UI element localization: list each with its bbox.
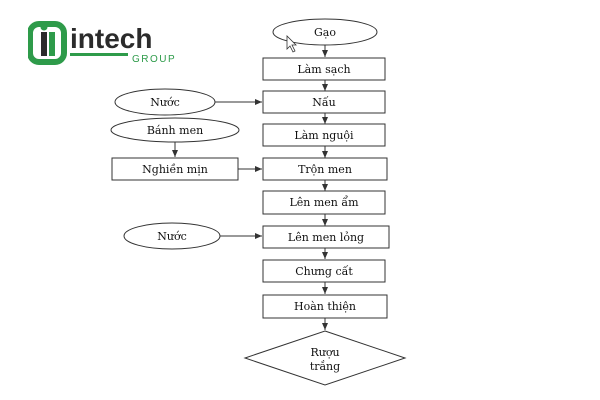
node-lam-sach-shape [262, 57, 386, 81]
node-nuoc-1: Nước [114, 88, 216, 116]
node-nuoc-2: Nước [123, 222, 221, 250]
node-len-men-am: Lên men ẩm [262, 190, 386, 215]
logo-graphic: intech GROUP [27, 21, 176, 65]
logo-text: intech [70, 23, 152, 54]
node-chung-cat-label: Chưng cất [295, 265, 353, 278]
logo-mark-dot [40, 23, 48, 31]
node-nghien-min: Nghiền mịn [111, 157, 239, 181]
node-len-men-long-shape [262, 225, 390, 249]
node-len-men-am-label: Lên men ẩm [289, 196, 359, 209]
node-lam-sach-label: Làm sạch [297, 63, 350, 76]
node-tron-men: Trộn men [262, 157, 388, 181]
node-lam-nguoi-label: Làm nguội [294, 129, 354, 142]
node-ruou-trang-label-line2: trắng [310, 360, 340, 373]
node-chung-cat: Chưng cất [262, 259, 386, 283]
node-ruou-trang: Rượu trắng [243, 330, 407, 386]
node-nghien-min-label: Nghiền mịn [142, 163, 208, 176]
node-hoan-thien: Hoàn thiện [262, 294, 388, 319]
intech-group-logo: intech GROUP [27, 20, 188, 70]
node-gao-label: Gạo [314, 26, 336, 39]
node-banh-men: Bánh men [110, 117, 240, 143]
node-tron-men-label: Trộn men [298, 163, 352, 176]
node-nghien-min-shape [111, 157, 239, 181]
node-ruou-trang-shape [243, 330, 407, 386]
node-nau: Nấu [262, 90, 386, 114]
mouse-cursor-icon [286, 35, 297, 53]
logo-subtext: GROUP [132, 54, 176, 65]
logo-underline [70, 53, 128, 56]
node-nuoc-2-label: Nước [157, 230, 187, 243]
node-len-men-long-label: Lên men lỏng [288, 231, 364, 244]
node-nuoc-1-shape [114, 88, 216, 116]
node-ruou-trang-label-line1: Rượu [310, 346, 339, 359]
node-lam-nguoi-shape [262, 123, 386, 147]
node-hoan-thien-shape [262, 294, 388, 319]
node-tron-men-shape [262, 157, 388, 181]
node-chung-cat-shape [262, 259, 386, 283]
logo-mark-frame [27, 21, 67, 65]
node-banh-men-label: Bánh men [147, 124, 203, 137]
logo-mark-bar-left [41, 32, 47, 56]
logo-mark-bar-right [49, 32, 55, 56]
node-len-men-am-shape [262, 190, 386, 215]
node-nau-label: Nấu [312, 96, 335, 109]
node-banh-men-shape [110, 117, 240, 143]
node-len-men-long: Lên men lỏng [262, 225, 390, 249]
node-gao: Gạo [272, 18, 378, 46]
node-nuoc-2-shape [123, 222, 221, 250]
node-nau-shape [262, 90, 386, 114]
node-gao-shape [272, 18, 378, 46]
node-lam-nguoi: Làm nguội [262, 123, 386, 147]
node-nuoc-1-label: Nước [150, 96, 180, 109]
node-hoan-thien-label: Hoàn thiện [294, 300, 356, 313]
node-lam-sach: Làm sạch [262, 57, 386, 81]
